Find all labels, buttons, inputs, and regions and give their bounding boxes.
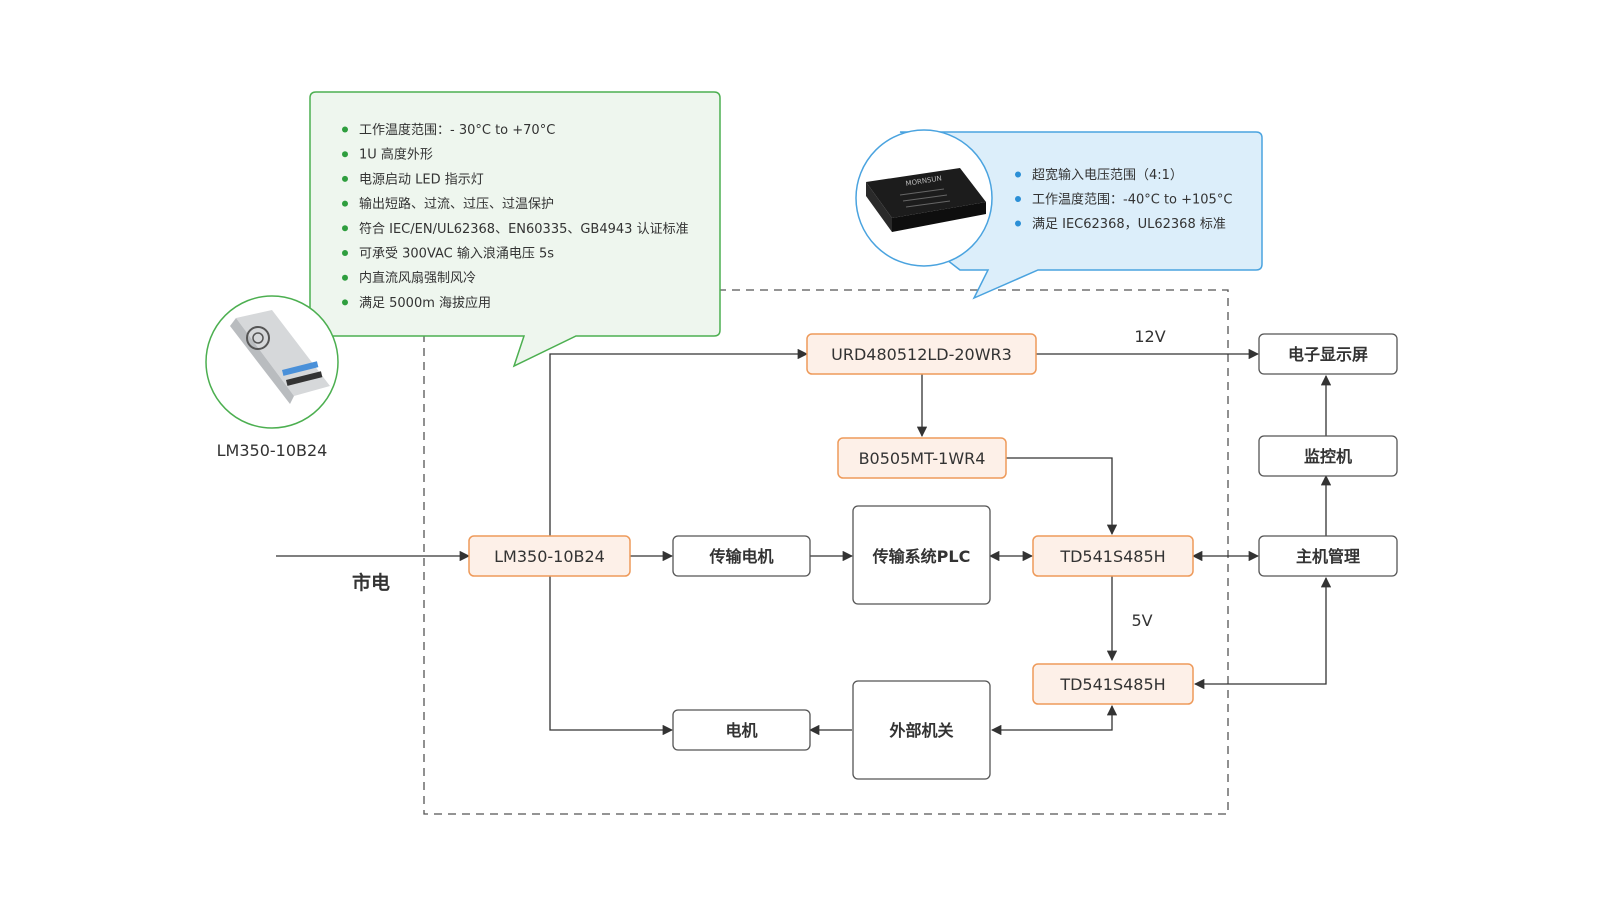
bullet-dot-icon [1015,196,1021,202]
bullet-dot-icon [1015,220,1021,227]
edge-label-12v: 12V [1134,327,1165,346]
block-td541s485h-1[interactable]: TD541S485H [1032,535,1194,577]
bullet-dot-icon [342,126,348,133]
bullet-dot-icon [342,225,348,232]
bullet-dot-icon [342,274,348,281]
block-monitor-label: 监控机 [1304,447,1352,466]
block-conveyor-plc-label: 传输系统PLC [872,547,971,566]
blue-feature-list: 超宽输入电压范围（4:1） 工作温度范围：-40°C to +105°C 满足 IE… [1015,167,1232,232]
dc-dc-module-image: MORNSUN [855,129,993,267]
edge-lm350-motor [549,576,674,736]
block-b0505-label: B0505MT-1WR4 [859,449,986,468]
feature-item: 内直流风扇强制风冷 [359,270,476,286]
block-conveyor-motor[interactable]: 传输电机 [672,535,811,577]
feature-item: 工作温度范围：-40°C to +105°C [1032,192,1232,208]
feature-item: 工作温度范围：- 30°C to +70°C [359,122,555,138]
edge-lm350-urd [549,348,809,536]
feature-item: 1U 高度外形 [359,147,433,163]
block-lm350-label: LM350-10B24 [494,547,605,566]
block-external-switch-label: 外部机关 [888,721,953,740]
feature-item: 电源启动 LED 指示灯 [359,172,484,187]
block-td2-label: TD541S485H [1059,675,1165,694]
feature-item: 满足 5000m 海拔应用 [359,295,491,311]
edge-b0505-td1 [1006,457,1118,536]
block-urd-label: URD480512LD-20WR3 [831,345,1012,364]
bullet-dot-icon [342,175,348,182]
bullet-dot-icon [342,200,348,207]
block-td541s485h-2[interactable]: TD541S485H [1032,663,1194,705]
ac-dc-power-supply-image [205,295,339,429]
block-urd480512ld[interactable]: URD480512LD-20WR3 [806,333,1037,375]
mains-label: 市电 [352,571,390,594]
feature-item: 可承受 300VAC 输入浪涌电压 5s [359,246,554,262]
edge-switch-td2 [990,704,1118,736]
connectors [276,348,1332,736]
block-lm350[interactable]: LM350-10B24 [468,535,631,577]
bullet-dot-icon [1015,171,1021,178]
bullet-dot-icon [342,299,348,306]
block-motor-label: 电机 [725,721,757,740]
block-b0505mt[interactable]: B0505MT-1WR4 [837,437,1007,479]
product-caption: LM350-10B24 [217,441,328,460]
feature-item: 超宽输入电压范围（4:1） [1032,167,1183,183]
block-host-label: 主机管理 [1296,547,1360,566]
block-td1-label: TD541S485H [1059,547,1165,566]
block-external-switch[interactable]: 外部机关 [852,680,991,780]
feature-item: 输出短路、过流、过压、过温保护 [359,196,554,212]
bullet-dot-icon [342,151,348,158]
feature-item: 符合 IEC/EN/UL62368、EN60335、GB4943 认证标准 [359,221,689,237]
green-callout-bubble [309,91,721,368]
block-motor[interactable]: 电机 [672,709,811,751]
edge-host-td2 [1193,576,1332,690]
bullet-dot-icon [342,250,348,256]
edge-label-5v: 5V [1131,611,1152,630]
block-conveyor-plc[interactable]: 传输系统PLC [852,505,991,605]
feature-item: 满足 IEC62368，UL62368 标准 [1032,217,1226,232]
block-host-management[interactable]: 主机管理 [1258,535,1398,577]
block-conveyor-motor-label: 传输电机 [708,547,773,566]
block-display-label: 电子显示屏 [1288,345,1368,364]
block-monitor[interactable]: 监控机 [1258,435,1398,477]
block-display[interactable]: 电子显示屏 [1258,333,1398,375]
